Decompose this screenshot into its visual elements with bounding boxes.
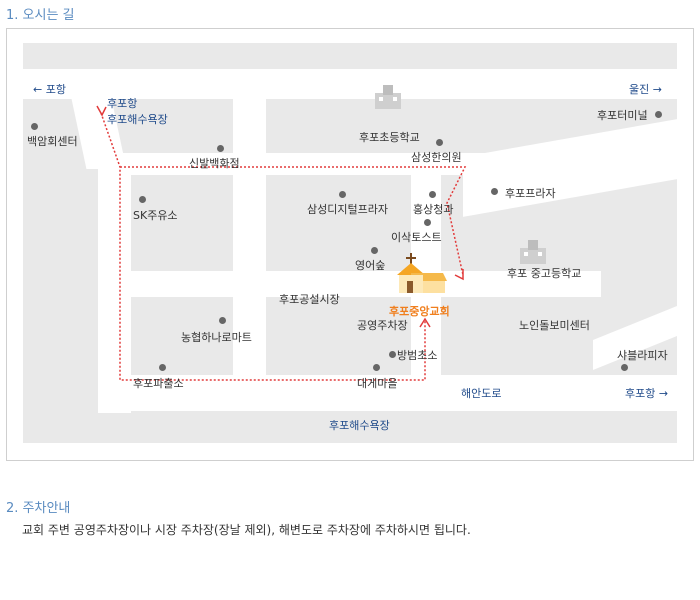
label-nonghyup: 농협하나로마트 [181, 331, 252, 344]
road-top-vertical [233, 73, 266, 223]
map-area: ← 포항 울진 → 후포항 후포해수욕장 백암회센터 후포초등학교 삼성한의원 … [23, 43, 677, 443]
section-title-parking: 2. 주차안내 [6, 501, 71, 516]
label-samsung-digital: 삼성디지털프라자 [307, 203, 388, 216]
marker-daege [373, 364, 380, 371]
route-path [96, 105, 467, 381]
marker-bangbeom [389, 351, 396, 358]
section-title-directions: 1. 오시는 길 [6, 8, 75, 23]
label-senior-center: 노인돌보미센터 [519, 319, 590, 332]
label-clinic: 삼성한의원 [411, 151, 462, 164]
road-mid-horizontal [98, 153, 493, 175]
label-elementary: 후포초등학교 [359, 131, 420, 144]
label-shabel: 샤블라피자 [617, 349, 668, 362]
label-high-school: 후포 중고등학교 [507, 267, 582, 280]
map: ← 포항 울진 → 후포항 후포해수욕장 백암회센터 후포초등학교 삼성한의원 … [6, 28, 694, 461]
label-parking: 공영주차장 [357, 319, 408, 332]
church-icon [397, 253, 447, 293]
road-top [23, 69, 677, 99]
label-sinbal: 신발백화점 [189, 157, 240, 170]
school-icon [375, 85, 401, 109]
marker-sinbal [217, 145, 224, 152]
marker-baekam [31, 123, 38, 130]
direction-uljin: 울진 → [629, 83, 662, 96]
label-hupo-port: 후포항 [107, 97, 138, 110]
label-market: 후포공설시장 [279, 293, 340, 306]
label-terminal: 후포터미널 [597, 109, 648, 122]
label-bangbeom: 방범초소 [397, 349, 438, 362]
label-church: 후포중앙교회 [389, 305, 450, 318]
road-bottom [98, 375, 677, 411]
marker-sk [139, 196, 146, 203]
road-left-vertical [98, 153, 131, 413]
marker-terminal [655, 111, 662, 118]
parking-notice: 교회 주변 공영주차장이나 시장 주차장(장날 제외), 해변도로 주차장에 주… [22, 523, 471, 537]
marker-police [159, 364, 166, 371]
label-baekam: 백암회센터 [27, 135, 78, 148]
label-yeongeo: 영어숲 [355, 259, 386, 272]
marker-shabel [621, 364, 628, 371]
direction-pohang-left: ← 포항 [33, 83, 66, 96]
marker-isak [424, 219, 431, 226]
road-market-vertical [233, 223, 266, 383]
label-plaza: 후포프라자 [505, 187, 556, 200]
marker-yeongeo [371, 247, 378, 254]
school-icon [520, 240, 546, 264]
label-police: 후포파출소 [133, 377, 184, 390]
label-sk: SK주유소 [133, 209, 178, 222]
road-center-horizontal [131, 271, 601, 297]
label-isak: 이삭토스트 [391, 231, 442, 244]
label-hupo-beach-top: 후포해수욕장 [107, 113, 168, 126]
direction-pohang-right: 후포항 → [625, 387, 669, 400]
marker-nonghyup [219, 317, 226, 324]
marker-hongsang [429, 191, 436, 198]
marker-plaza [491, 188, 498, 195]
label-hongsang: 홍상청과 [413, 203, 454, 216]
marker-samsung [339, 191, 346, 198]
label-haean-road: 해안도로 [461, 387, 502, 400]
label-daege: 대게마을 [357, 377, 398, 390]
marker-clinic [436, 139, 443, 146]
label-beach-bottom: 후포해수욕장 [329, 419, 390, 432]
